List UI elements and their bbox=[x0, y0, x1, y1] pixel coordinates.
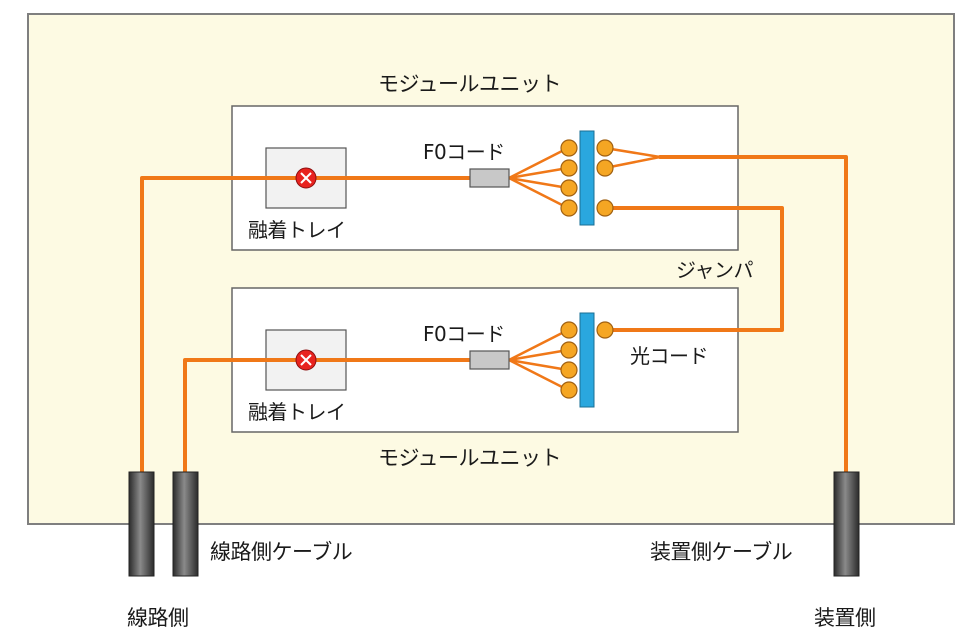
connector bbox=[596, 159, 614, 177]
module-unit-top-label: モジュールユニット bbox=[378, 72, 562, 96]
equipment-side-cable bbox=[833, 471, 860, 577]
fanout-fiber bbox=[507, 358, 570, 392]
connector bbox=[560, 139, 578, 157]
adapter-panel-bottom bbox=[579, 312, 595, 408]
equipment-side-label: 装置側 bbox=[814, 606, 876, 630]
fo-cord-plug-bottom bbox=[469, 350, 510, 370]
connector bbox=[560, 179, 578, 197]
jumper-label: ジャンパ bbox=[676, 258, 754, 282]
enclosure bbox=[27, 13, 955, 525]
jumper-fiber bbox=[603, 206, 784, 332]
fiber-line-side-top bbox=[140, 176, 472, 474]
adapter-panel-top bbox=[579, 130, 595, 226]
connector bbox=[596, 139, 614, 157]
fanout-fiber bbox=[507, 328, 570, 362]
splice-point-bottom bbox=[295, 349, 317, 371]
connector bbox=[560, 321, 578, 339]
connector bbox=[560, 361, 578, 379]
fusion-tray-top-label: 融着トレイ bbox=[248, 218, 346, 242]
fo-cord-plug-top bbox=[469, 168, 510, 188]
fanout-fiber bbox=[507, 166, 570, 180]
optical-cord-fiber bbox=[603, 155, 662, 170]
line-side-cable-label: 線路側ケーブル bbox=[210, 540, 353, 564]
fanout-fiber bbox=[507, 176, 570, 210]
optical-cord-label: 光コード bbox=[630, 344, 709, 368]
fanout-fiber bbox=[507, 146, 570, 180]
fiber-line-side-bottom bbox=[183, 358, 472, 474]
module-unit-bottom-label: モジュールユニット bbox=[378, 446, 562, 470]
optical-cord-fiber bbox=[603, 146, 662, 159]
fo-cord-bottom-label: F0コード bbox=[423, 322, 505, 346]
line-side-cable-1 bbox=[128, 471, 155, 577]
connector bbox=[596, 199, 614, 217]
line-side-cable-2 bbox=[172, 471, 199, 577]
connector bbox=[560, 159, 578, 177]
line-side-label: 線路側 bbox=[127, 606, 189, 630]
connector bbox=[560, 341, 578, 359]
equipment-side-cable-label: 装置側ケーブル bbox=[650, 540, 793, 564]
connector bbox=[560, 381, 578, 399]
fusion-tray-bottom-label: 融着トレイ bbox=[248, 400, 346, 424]
connector bbox=[560, 199, 578, 217]
fiber-equipment-side bbox=[658, 155, 848, 474]
fanout-fiber bbox=[507, 176, 570, 190]
fo-cord-top-label: F0コード bbox=[423, 140, 505, 164]
connector bbox=[596, 321, 614, 339]
fanout-fiber bbox=[507, 348, 570, 362]
splice-point-top bbox=[295, 167, 317, 189]
fanout-fiber bbox=[507, 358, 570, 372]
